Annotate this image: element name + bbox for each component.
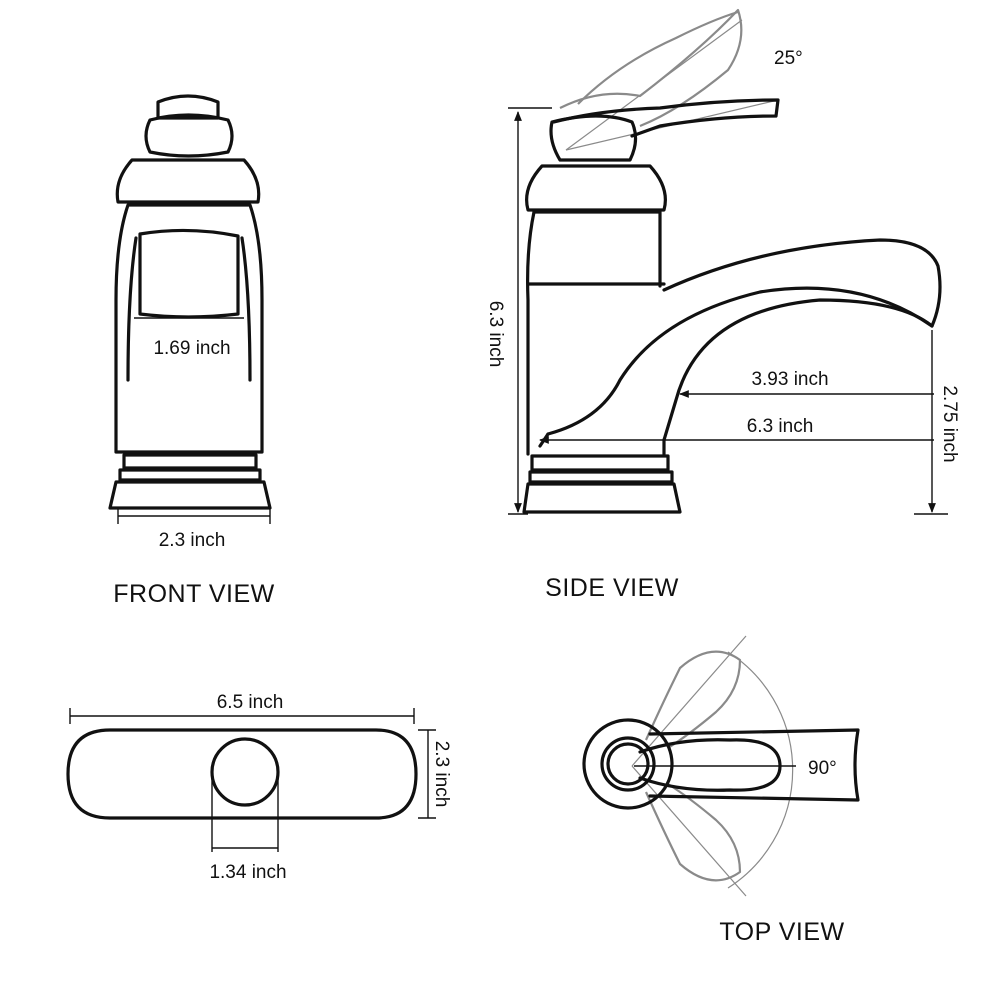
side-view-drawing xyxy=(508,8,948,515)
side-handle-angle-label: 25° xyxy=(774,48,803,69)
side-total-depth-label: 6.3 inch xyxy=(747,416,814,437)
plate-length-label: 6.5 inch xyxy=(217,692,284,713)
side-height-label: 6.3 inch xyxy=(485,301,506,368)
front-handle-width-label: 1.69 inch xyxy=(153,338,230,359)
front-view-title: FRONT VIEW xyxy=(113,580,274,608)
front-view-drawing xyxy=(108,94,272,524)
top-view-title: TOP VIEW xyxy=(719,918,844,946)
side-spout-height-label: 2.75 inch xyxy=(939,385,960,462)
side-view-title: SIDE VIEW xyxy=(545,574,679,602)
top-rotation-angle-label: 90° xyxy=(808,758,837,779)
side-spout-reach-label: 3.93 inch xyxy=(751,369,828,390)
top-view-drawing xyxy=(582,635,860,897)
front-base-width-label: 2.3 inch xyxy=(159,530,226,551)
deck-plate-drawing xyxy=(66,708,436,852)
plate-width-label: 2.3 inch xyxy=(431,741,452,808)
plate-hole-diameter-label: 1.34 inch xyxy=(209,862,286,883)
